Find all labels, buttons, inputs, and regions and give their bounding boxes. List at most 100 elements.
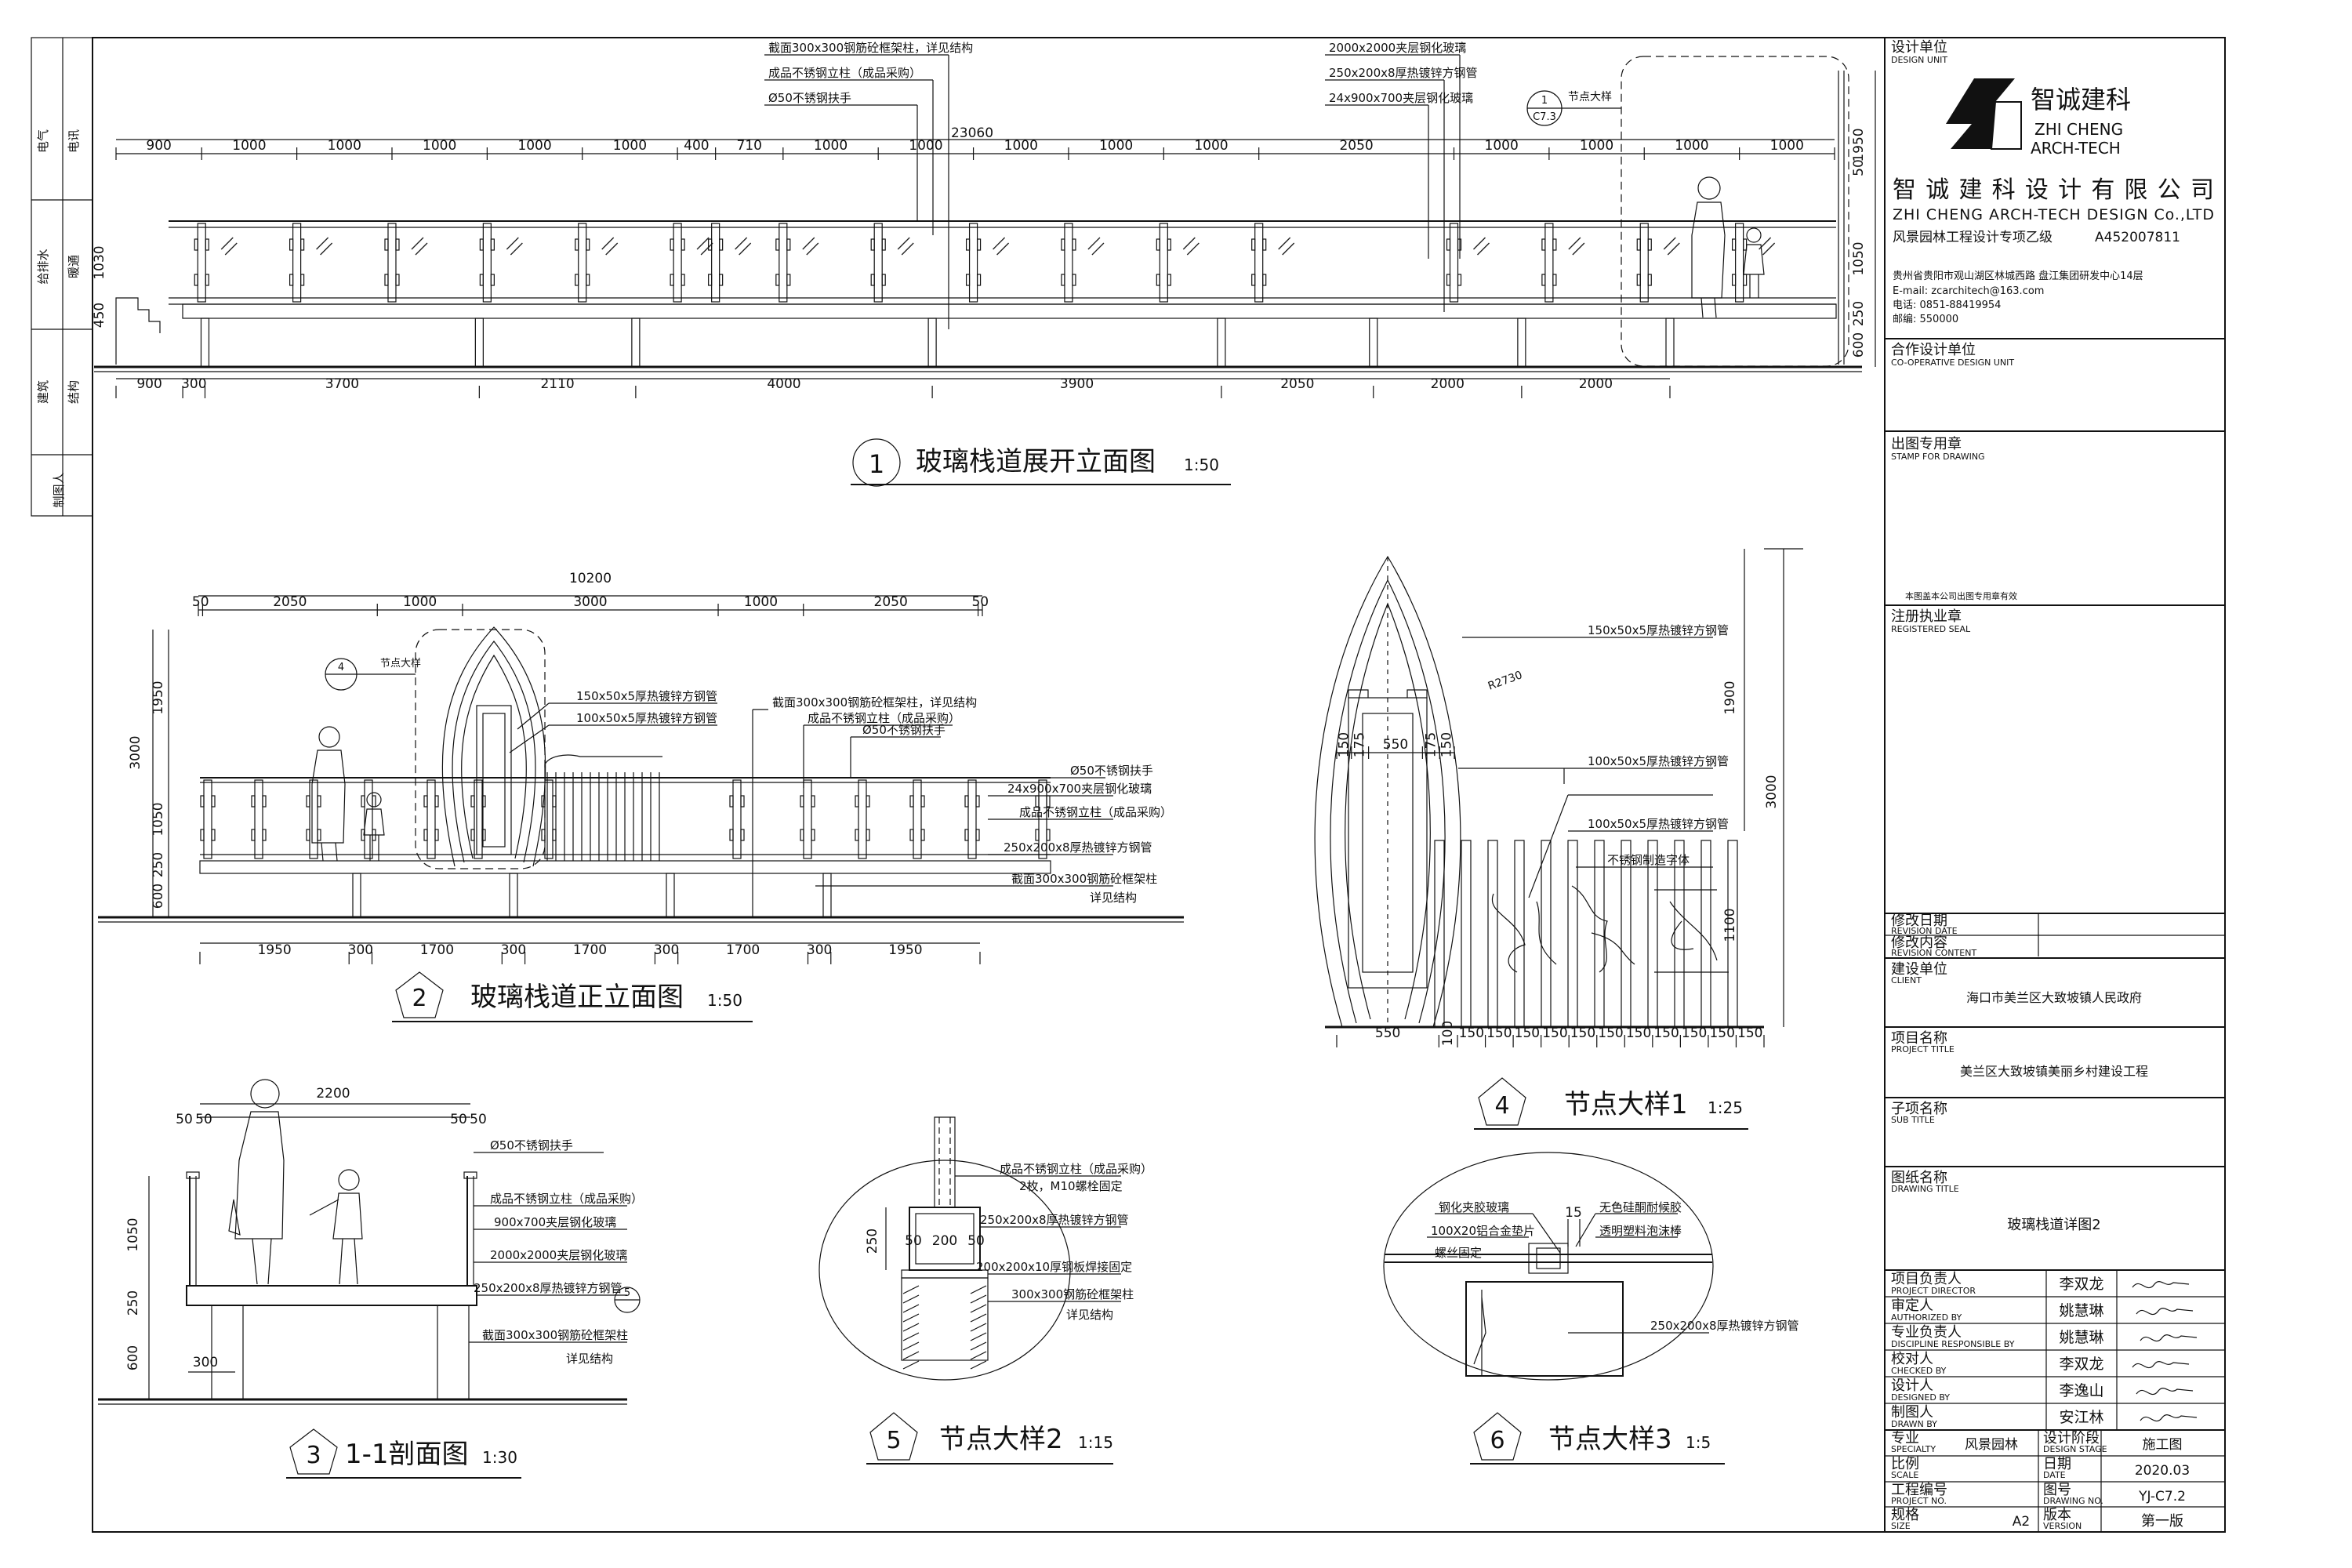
d2-column-2	[666, 873, 675, 918]
d1-column-7	[1517, 318, 1526, 368]
d2-steel-slats	[544, 754, 662, 861]
d1-top-dim-3: 1000	[423, 138, 456, 154]
svg-text:成品不锈钢立柱（成品采购）: 成品不锈钢立柱（成品采购）	[1000, 1162, 1152, 1176]
tb-sheet-no: YJ-C7.2	[2138, 1489, 2186, 1504]
svg-text:DRAWN BY: DRAWN BY	[1891, 1419, 1937, 1429]
d6-title-block: 6 节点大样3 1:5	[1470, 1412, 1725, 1465]
d3-left-dim-600: 600	[125, 1345, 141, 1370]
d4-bottom-dim-12: 150	[1737, 1025, 1762, 1041]
svg-text:1: 1	[1541, 95, 1548, 107]
d1-top-dim-4: 1000	[517, 138, 551, 154]
svg-text:50: 50	[176, 1112, 193, 1127]
d2-label-post: 成品不锈钢立柱（成品采购）	[808, 711, 960, 725]
d3-bottom-dim-300: 300	[193, 1355, 218, 1370]
sig-name-1: 姚慧琳	[2059, 1302, 2103, 1319]
d1-post-3	[482, 223, 492, 303]
d1-top-dim-1: 1000	[232, 138, 266, 154]
d1-scale: 1:50	[1184, 456, 1219, 474]
sig-name-4: 李逸山	[2059, 1382, 2103, 1399]
side-label-structure: 结构	[67, 380, 81, 404]
d1-post-11	[1159, 223, 1168, 303]
d1-label-stainless-post: 成品不锈钢立柱（成品采购）	[768, 66, 921, 80]
d2-bottom-dim-4: 1700	[573, 942, 607, 958]
sig-name-3: 李双龙	[2059, 1356, 2103, 1373]
d2-bottom-dim-8: 1950	[888, 942, 922, 958]
d6-dim-15: 15	[1565, 1205, 1582, 1221]
d5-title: 节点大样2	[939, 1424, 1063, 1455]
d1-post-9	[968, 223, 978, 303]
signature-scribble-icon	[2140, 1334, 2198, 1342]
svg-text:PROJECT NO.: PROJECT NO.	[1891, 1496, 1947, 1506]
d4-right-dim-1900: 1900	[1722, 681, 1738, 714]
d6-scale: 1:5	[1686, 1433, 1711, 1452]
d4-top-dim-4: 150	[1439, 732, 1455, 757]
svg-text:SPECIALTY: SPECIALTY	[1891, 1444, 1936, 1454]
d4-bottom-dim-11: 150	[1709, 1025, 1734, 1041]
svg-text:DATE: DATE	[2043, 1470, 2066, 1480]
d1-label-steel-tube: 250x200x8厚热镀锌方钢管	[1329, 66, 1478, 80]
d1-right-dim-250: 250	[1851, 301, 1867, 326]
d4-inner-frame	[1348, 697, 1428, 989]
d2-post-7	[732, 779, 742, 859]
svg-text:详见结构: 详见结构	[566, 1352, 613, 1366]
d4-bottom-dim-2: 150	[1459, 1025, 1484, 1041]
d2-bottom-dim-3: 300	[501, 942, 526, 958]
d6-aluminium-pad	[1528, 1243, 1569, 1274]
svg-text:规格: 规格	[1891, 1507, 1919, 1523]
sig-name-2: 姚慧琳	[2059, 1329, 2103, 1346]
d4-right-dim-3000: 3000	[1764, 775, 1780, 808]
d4-slat-1	[1461, 840, 1472, 1028]
svg-text:50: 50	[905, 1233, 922, 1249]
d4-slat-5	[1567, 840, 1578, 1028]
d2-person-adult-icon	[311, 726, 346, 862]
svg-text:修改日期: 修改日期	[1891, 913, 1947, 929]
d4-bottom-dim-9: 150	[1653, 1025, 1679, 1041]
d2-leader-labels: 150x50x5厚热镀锌方钢管 100x50x5厚热镀锌方钢管 成品不锈钢立柱（…	[509, 689, 1172, 917]
d1-post-1	[292, 223, 302, 303]
svg-text:CO-OPERATIVE DESIGN UNIT: CO-OPERATIVE DESIGN UNIT	[1891, 358, 2014, 368]
d1-detail-cloud	[1621, 56, 1849, 367]
svg-text:AUTHORIZED BY: AUTHORIZED BY	[1891, 1312, 1962, 1323]
sig-name-0: 李双龙	[2059, 1276, 2103, 1293]
d1-title: 玻璃栈道展开立面图	[916, 446, 1156, 477]
d1-post-13	[1449, 223, 1459, 303]
svg-text:DRAWING NO.: DRAWING NO.	[2043, 1496, 2103, 1506]
tb-size: A2	[2013, 1514, 2030, 1530]
d2-title: 玻璃栈道正立面图	[470, 982, 684, 1013]
signature-scribble-icon	[2136, 1308, 2194, 1316]
svg-text:DESIGN STAGE: DESIGN STAGE	[2043, 1444, 2107, 1454]
d1-right-dim-1050: 1050	[1851, 241, 1867, 275]
d1-top-dim-15: 1000	[1580, 138, 1613, 154]
d2-scale: 1:50	[707, 991, 742, 1010]
svg-text:合作设计单位: 合作设计单位	[1891, 342, 1976, 358]
d3-dim-2200: 2200	[316, 1086, 350, 1102]
d1-top-dim-12: 1000	[1194, 138, 1228, 154]
d4-slat-2	[1487, 840, 1498, 1028]
d1-top-dim-16: 1000	[1675, 138, 1708, 154]
d1-right-dim-50: 50	[1851, 159, 1867, 176]
svg-text:DISCIPLINE RESPONSIBLE BY: DISCIPLINE RESPONSIBLE BY	[1891, 1339, 2015, 1349]
svg-text:SCALE: SCALE	[1891, 1470, 1918, 1480]
d4-number: 4	[1494, 1092, 1509, 1120]
svg-text:建设单位: 建设单位	[1891, 961, 1947, 978]
d2-concrete-columns	[352, 873, 832, 918]
company-logo-icon	[1946, 78, 2022, 150]
d3-number: 3	[306, 1442, 321, 1469]
d5-concrete-hatch	[902, 1285, 987, 1370]
d2-label-post-b: 成品不锈钢立柱（成品采购）	[1019, 805, 1172, 819]
drawing-3-section: 2200 50 50 50 50 1050 2	[98, 1079, 643, 1479]
d1-label-2000-glass: 2000x2000夹层钢化玻璃	[1329, 41, 1466, 55]
d1-bottom-dim-0: 900	[136, 376, 162, 392]
svg-text:钢化夹胶玻璃: 钢化夹胶玻璃	[1439, 1200, 1509, 1214]
svg-text:50: 50	[470, 1112, 487, 1127]
d2-title-block: 2 玻璃栈道正立面图 1:50	[392, 971, 753, 1022]
svg-text:详见结构: 详见结构	[1066, 1308, 1113, 1322]
d2-post-0	[203, 779, 212, 859]
d4-slat-7	[1621, 840, 1632, 1028]
d2-person-child-icon	[363, 792, 385, 861]
d4-bottom-dim-0: 550	[1375, 1025, 1400, 1041]
d5-title-block: 5 节点大样2 1:15	[866, 1412, 1113, 1465]
